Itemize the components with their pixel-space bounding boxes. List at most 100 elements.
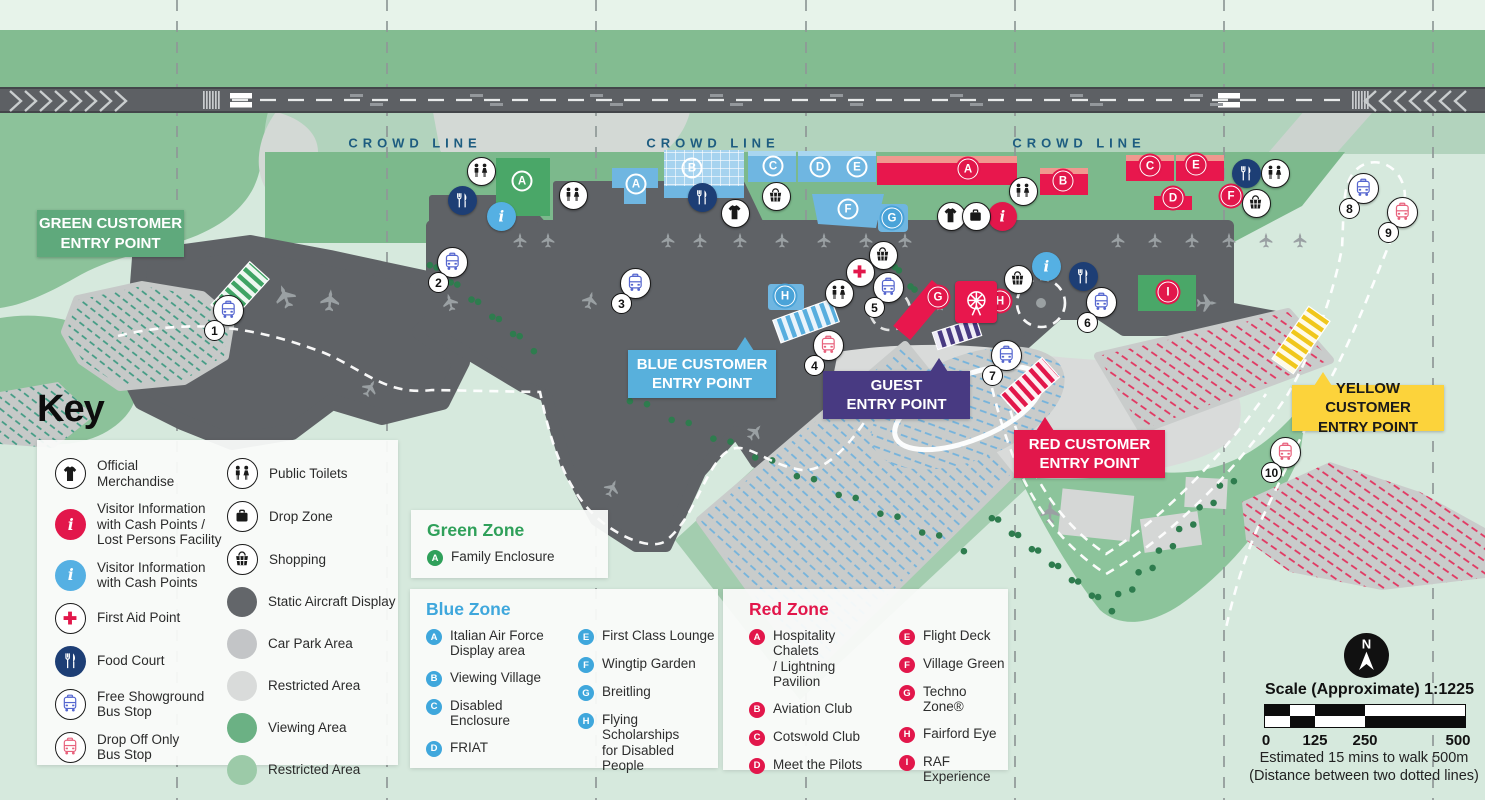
- scale-title: Scale (Approximate) 1:1225: [1265, 681, 1474, 698]
- zone-item-letter: I: [899, 754, 915, 771]
- food-icon: [55, 645, 86, 677]
- zone-item-label: Cotswold Club: [773, 728, 861, 744]
- zone-item-letter: F: [899, 657, 915, 673]
- zone-marker-a: A: [625, 173, 647, 195]
- zone-item-letter: H: [578, 713, 594, 729]
- zone-item-letter: B: [426, 670, 442, 687]
- svg-text:i: i: [1043, 257, 1049, 275]
- key-swatch: [227, 671, 257, 701]
- info_red-icon: i: [55, 508, 86, 540]
- scale-tick-125: 125: [1302, 732, 1328, 749]
- bus-stop-number-2: 2: [428, 272, 449, 293]
- key-title: Key: [37, 388, 105, 430]
- svg-text:i: i: [68, 565, 74, 584]
- key-item-label: Restricted Area: [268, 678, 361, 694]
- key-swatch: [227, 587, 257, 617]
- firstaid-icon: [845, 257, 875, 287]
- zone-marker-g: G: [927, 286, 949, 308]
- zone-marker-b: B: [1052, 170, 1074, 192]
- zone-marker-d: D: [1162, 187, 1184, 209]
- zone-marker-e: E: [1185, 154, 1207, 176]
- compass-n: N: [1362, 637, 1371, 652]
- zone-marker-d: D: [809, 156, 831, 178]
- merch-icon: [55, 458, 86, 490]
- bus_pink-bus-stop-10-icon: [1269, 436, 1301, 468]
- zone-item-label: Viewing Village: [450, 669, 542, 685]
- bus-stop-number-10: 10: [1261, 462, 1282, 483]
- zone-marker-h: H: [774, 285, 796, 307]
- key-item-label: First Aid Point: [97, 610, 181, 626]
- bus-stop-number-3: 3: [611, 293, 632, 314]
- zone-item-label: Techno Zone®: [923, 684, 967, 715]
- key-item: Drop Zone: [227, 501, 398, 532]
- key-item: Restricted Area: [227, 755, 398, 785]
- zone-marker-b: B: [681, 157, 703, 179]
- scale-caption-1: Estimated 15 mins to walk 500m: [1259, 750, 1469, 766]
- key-swatch: [227, 713, 257, 743]
- dropzone-icon: [227, 501, 258, 532]
- key-item: Food Court: [55, 645, 227, 677]
- crowd-line-label-2: CROWD LINE: [646, 135, 780, 151]
- scale-tick-0: 0: [1261, 732, 1271, 749]
- toilets-icon: [824, 278, 854, 308]
- scale-caption-2: (Distance between two dotted lines): [1249, 768, 1479, 784]
- zone-marker-f: F: [837, 198, 859, 220]
- crowd-line-label-3: CROWD LINE: [1012, 135, 1146, 151]
- bus_blue-bus-stop-2-icon: [436, 246, 468, 278]
- zone-marker-c: C: [762, 155, 784, 177]
- zone-item-letter: A: [749, 629, 765, 645]
- svg-text:i: i: [999, 207, 1005, 225]
- zone-item-label: Aviation Club: [773, 700, 853, 716]
- zone-item-letter: D: [749, 757, 765, 774]
- zone-item-letter: H: [899, 726, 915, 743]
- food-icon: [687, 182, 717, 212]
- bus-stop-number-9: 9: [1378, 222, 1399, 243]
- toilets-icon: [227, 458, 258, 489]
- key-swatch: [227, 755, 257, 785]
- zone-item-label: Disabled Enclosure: [450, 697, 511, 729]
- info_blue-icon: i: [486, 201, 516, 231]
- info_blue-icon: i: [55, 559, 86, 591]
- bus-stop-number-4: 4: [804, 355, 825, 376]
- zone-item-label: Family Enclosure: [451, 549, 555, 564]
- bus_blue-bus-stop-8-icon: [1347, 172, 1379, 204]
- toilets-icon: [466, 156, 496, 186]
- north-compass-icon: N: [1344, 633, 1389, 678]
- zone-item-label: Flight Deck: [923, 628, 991, 643]
- zone-marker-a: A: [511, 170, 533, 192]
- zone-marker-c: C: [1139, 155, 1161, 177]
- food-icon: [447, 185, 477, 215]
- zone-item-letter: B: [749, 701, 765, 718]
- bus_pink-icon: [55, 731, 86, 763]
- key-item: Static Aircraft Display: [227, 587, 398, 617]
- shop-icon: [1241, 188, 1271, 218]
- key-item: Car Park Area: [227, 629, 398, 659]
- scale-tick-500: 500: [1445, 732, 1471, 749]
